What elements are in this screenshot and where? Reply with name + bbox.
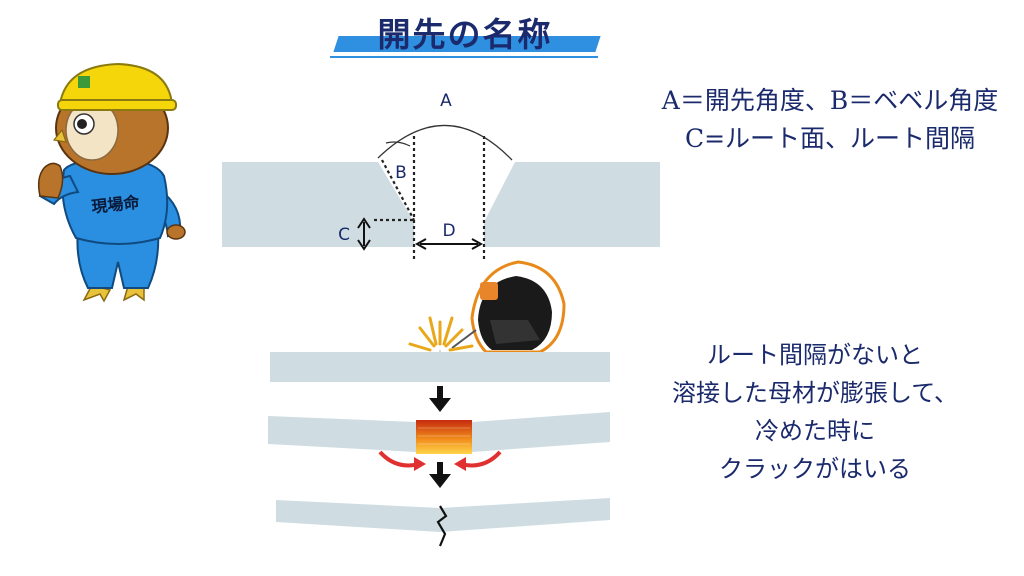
note-line: ルート間隔がないと [707, 341, 923, 369]
note-line: 冷めた時に [755, 417, 875, 445]
angle-definitions-note: A＝開先角度、B＝ベベル角度 C=ルート面、ルート間隔 [640, 82, 1020, 158]
base-plate-left-cracked [276, 500, 440, 532]
base-plate-flat [270, 352, 610, 382]
base-plate-right-cracked [440, 498, 610, 532]
spark-icon [408, 316, 474, 352]
bevel-edge-line [381, 159, 415, 221]
bevel-angle-arc [385, 141, 411, 147]
label-b: B [395, 163, 407, 183]
page-title: 開先の名称 [377, 15, 553, 54]
label-c: C [338, 225, 350, 245]
curved-arrow-icon [454, 450, 502, 471]
note-line: 溶接した母材が膨張して、 [671, 379, 959, 407]
groove-cross-section: A B C D [222, 91, 660, 262]
label-d: D [442, 221, 455, 241]
title-banner: 開先の名称 [330, 8, 601, 60]
left-plate [222, 162, 414, 247]
right-plate [484, 162, 660, 247]
note-line: クラックがはいる [719, 455, 911, 483]
base-plate-left-expanded [268, 416, 416, 452]
groove-angle-arc [377, 124, 513, 161]
base-plate-right-expanded [472, 412, 610, 452]
crack-icon [436, 505, 448, 547]
arrow-down-icon [429, 386, 451, 412]
owl-mascot-icon: 現場命 [37, 62, 186, 303]
note-line: A＝開先角度、B＝ベベル角度 [661, 86, 999, 115]
label-a: A [440, 91, 452, 111]
curved-arrow-icon [378, 450, 426, 471]
welder-icon [451, 260, 566, 354]
arrow-down-icon [429, 462, 451, 488]
title-underline [330, 56, 598, 58]
crack-explanation-note: ルート間隔がないと 溶接した母材が膨張して、 冷めた時に クラックがはいる [645, 336, 985, 488]
heat-zone-icon [416, 420, 472, 454]
note-line: C=ルート面、ルート間隔 [684, 124, 976, 153]
